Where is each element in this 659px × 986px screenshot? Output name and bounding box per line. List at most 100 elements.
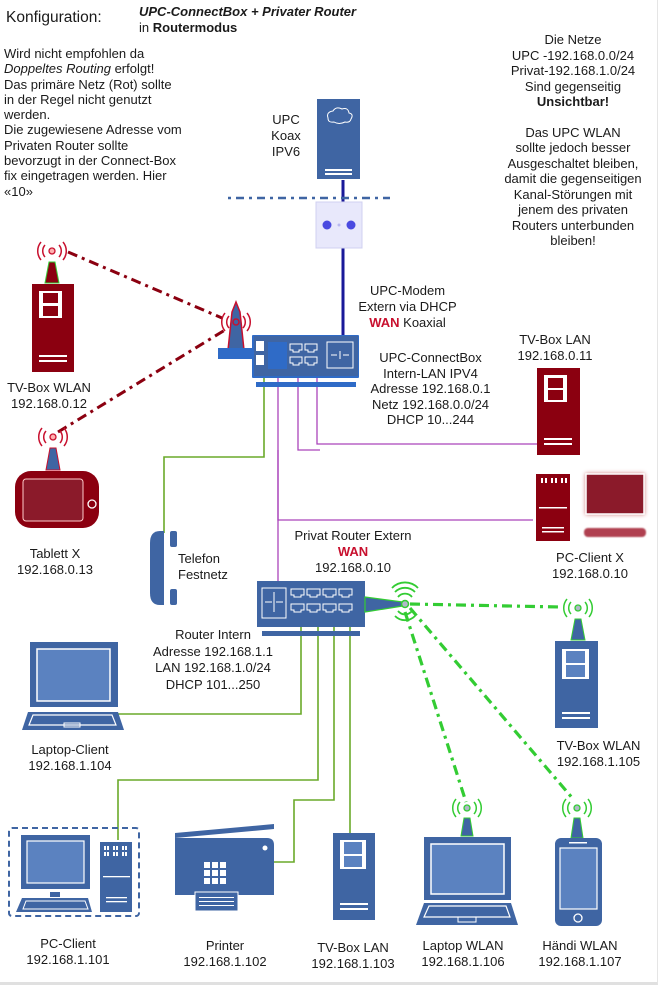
note-line: Unsichtbar! [536,94,610,109]
device-ip: 192.168.0.10 [552,566,628,581]
wan-label: WAN [369,315,400,330]
telefon-link [163,355,265,533]
label-line: DHCP 101...250 [165,676,261,692]
tvbox-lan-priv-icon[interactable] [333,833,375,920]
label-line: Koax [271,128,301,143]
device-ip: 192.168.1.102 [183,954,267,969]
upc-wlan-links [57,250,226,434]
config-title: UPC-ConnectBox + Privater Router [139,4,357,19]
note-line: bevorzugt in der Connect-Box [4,153,176,169]
device-label-pc-client: PC-Client 192.168.1.101 [18,936,118,968]
device-name: TV-Box WLAN [7,380,91,395]
device-ip: 192.168.1.105 [556,754,641,769]
device-ip: 192.168.1.104 [28,758,112,773]
note-line: UPC -192.168.0.0/24 [511,47,635,63]
upc-modem-icon[interactable] [317,99,360,179]
note-line: Privat-192.168.1.0/24 [510,63,636,78]
device-name: Händi WLAN [542,938,618,953]
note-line: Routers unterbunden [511,217,635,233]
note-line: fix eingetragen werden. Hier [4,168,167,184]
right-note: Die Netze UPC -192.168.0.0/24 Privat-192… [488,32,658,249]
printer-icon[interactable] [175,824,274,912]
note-line: Das primäre Netz (Rot) sollte [4,76,172,92]
config-mode-prefix: in [139,20,150,35]
label-line: Netz 192.168.0.0/24 [371,396,490,412]
note-line: in der Regel nicht genutzt [4,91,152,107]
device-label-laptop-client: Laptop-Client 192.168.1.104 [20,742,120,774]
private-wlan-links [403,602,576,803]
device-label-tvbox-lan-priv: TV-Box LAN 192.168.1.103 [303,940,403,972]
note-line: Doppeltes Routing erfolgt! [4,61,182,76]
device-name: PC-Client X [556,550,624,565]
device-ip: 192.168.0.12 [11,396,87,411]
device-name: TV-Box LAN [519,332,591,347]
label-line: Festnetz [178,567,228,582]
label-line: Intern-LAN IPV4 [383,365,478,381]
note-line: «10» [4,183,33,199]
note-line: Privaten Router sollte [4,137,129,153]
upc-modem-label: UPC-Modem Extern via DHCP WAN Koaxial [345,283,470,331]
connectbox-label: UPC-ConnectBox Intern-LAN IPV4 Adresse 1… [358,350,503,428]
laptop-client-icon[interactable] [22,642,124,730]
label-line: 192.168.0.10 [315,560,391,575]
spacer [488,110,658,125]
wan-label: WAN [337,544,369,559]
note-text: erfolgt! [110,61,155,77]
device-name: Laptop-Client [31,742,109,757]
connectbox-icon[interactable] [218,299,359,387]
label-text: Koaxial [399,315,446,330]
device-name: Printer [205,938,245,953]
note-line: Wird nicht empfohlen da [4,46,145,61]
note-line: sollte jedoch besser [515,140,631,155]
handi-wlan-icon[interactable] [555,798,602,926]
label-line: Extern via DHCP [358,299,457,314]
note-line: damit die gegenseitigen [504,171,642,186]
label-line: Adresse 192.168.0.1 [370,381,491,396]
device-label-tvbox-wlan-upc: TV-Box WLAN 192.168.0.12 [0,380,104,412]
device-label-pc-client-x: PC-Client X 192.168.0.10 [540,550,640,582]
tvbox-lan-upc-icon[interactable] [537,368,580,455]
laptop-wlan-icon[interactable] [416,798,518,925]
private-router-ext-label: Privat Router Extern WAN 192.168.0.10 [278,528,428,576]
tablet-x-icon[interactable] [15,427,99,528]
private-lan-links [104,606,351,863]
label-line: Router Intern [175,627,251,642]
device-ip: 192.168.1.106 [421,954,505,969]
label-line: UPC-Modem [369,283,446,298]
device-name: TV-Box LAN [317,940,389,955]
note-line: Ausgeschaltet bleiben, [507,155,639,171]
note-line: Kanal-Störungen mit [513,186,633,202]
device-label-tvbox-wlan-priv: TV-Box WLAN 192.168.1.105 [546,738,651,770]
device-ip: 192.168.1.103 [311,956,395,971]
device-label-handi-wlan: Händi WLAN 192.168.1.107 [530,938,630,970]
label-line: Privat Router Extern [294,528,412,543]
device-label-tablet-x: Tablett X 192.168.0.13 [5,546,105,578]
label-line: DHCP 10...244 [386,412,475,427]
label-line: WAN Koaxial [345,315,470,331]
config-mode: in Routermodus [139,20,237,35]
label-line: LAN 192.168.1.0/24 [155,660,271,675]
device-name: TV-Box WLAN [556,738,641,753]
device-ip: 192.168.1.107 [538,954,622,969]
pc-client-x-icon[interactable] [536,473,646,541]
telefon-label: Telefon Festnetz [178,551,228,583]
note-line: bleiben! [550,233,596,248]
label-line: UPC [272,112,300,127]
note-line: jenem des privaten [518,202,628,217]
note-italic: Doppeltes Routing [4,61,111,77]
tvbox-wlan-priv-icon[interactable] [555,598,598,728]
note-line: Das UPC WLAN [525,124,621,140]
label-line: Telefon [178,551,220,566]
label-line: UPC-ConnectBox [379,350,482,365]
private-router-int-label: Router Intern Adresse 192.168.1.1 LAN 19… [148,627,278,693]
telefon-icon[interactable] [150,531,177,605]
config-mode-value: Routermodus [152,20,238,35]
tvbox-wlan-upc-icon[interactable] [32,241,74,372]
device-label-printer: Printer 192.168.1.102 [175,938,275,970]
pc-client-icon[interactable] [8,827,140,917]
note-line: werden. [4,107,51,123]
note-line: Sind gegenseitig [524,78,622,94]
private-router-icon[interactable] [257,581,419,636]
device-name: Laptop WLAN [422,938,504,953]
device-name: PC-Client [40,936,96,951]
